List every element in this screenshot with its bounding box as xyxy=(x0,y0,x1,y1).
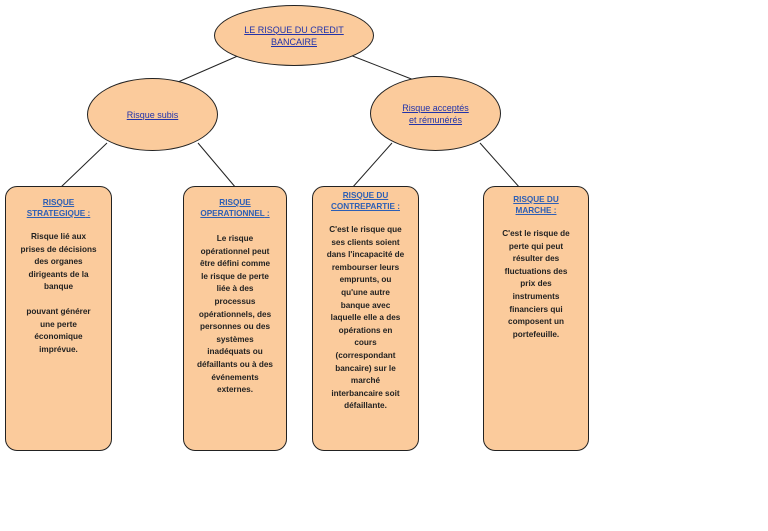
card-title: RISQUE DU CONTREPARTIE : xyxy=(331,191,400,211)
branch-node-right: Risque acceptés et rémunérés xyxy=(370,76,501,151)
card-text-2: pouvant générer une perte économique imp… xyxy=(26,306,91,354)
connector-root-left xyxy=(177,54,241,83)
card-text: C'est le risque de perte qui peut résult… xyxy=(502,229,570,339)
card-title: RISQUE OPERATIONNEL : xyxy=(200,198,270,218)
connector-left-card2 xyxy=(197,142,237,189)
card-risque-marche: RISQUE DU MARCHE : C'est le risque de pe… xyxy=(483,186,589,451)
card-title: RISQUE DU MARCHE : xyxy=(513,195,559,215)
connector-right-card3 xyxy=(351,142,393,189)
connector-right-card4 xyxy=(479,142,521,189)
branch-node-left: Risque subis xyxy=(87,78,218,151)
root-node: LE RISQUE DU CREDIT BANCAIRE xyxy=(214,5,374,66)
card-risque-contrepartie: RISQUE DU CONTREPARTIE : C'est le risque… xyxy=(312,186,419,451)
card-risque-operationnel: RISQUE OPERATIONNEL : Le risque opératio… xyxy=(183,186,287,451)
card-text: Le risque opérationnel peut être défini … xyxy=(197,234,273,395)
card-text: Risque lié aux prises de décisions des o… xyxy=(20,232,97,292)
card-title: RISQUE STRATEGIQUE : xyxy=(26,198,91,218)
root-label: LE RISQUE DU CREDIT BANCAIRE xyxy=(244,24,344,47)
connector-root-right xyxy=(349,54,415,81)
branch-right-label: Risque acceptés et rémunérés xyxy=(402,102,469,125)
connector-left-card1 xyxy=(59,142,108,189)
branch-left-label: Risque subis xyxy=(126,109,179,120)
card-risque-strategique: RISQUE STRATEGIQUE : Risque lié aux pris… xyxy=(5,186,112,451)
card-text: C'est le risque que ses clients soient d… xyxy=(326,225,405,411)
